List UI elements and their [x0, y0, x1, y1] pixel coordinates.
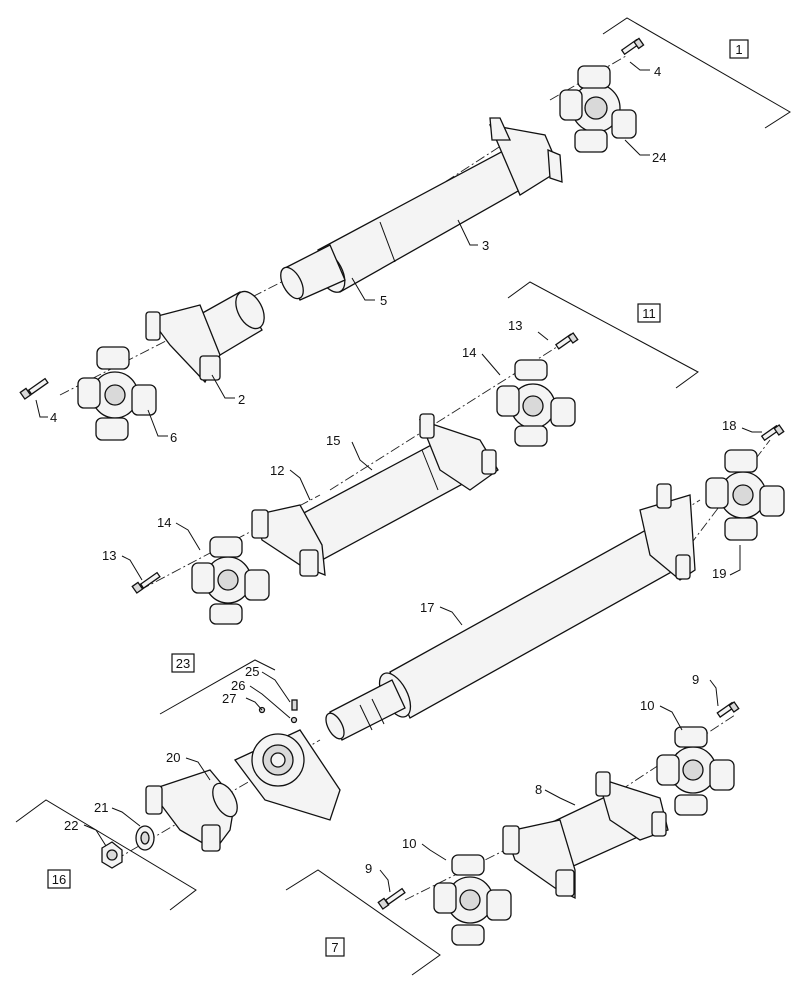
callout-18: 18 — [722, 418, 736, 433]
slip-shaft-5 — [280, 244, 346, 301]
callout-20: 20 — [166, 750, 180, 765]
callout-7: 7 — [331, 940, 338, 955]
callout-14-lower: 14 — [157, 515, 171, 530]
bolt-4-bottom — [19, 377, 49, 400]
assembly-group-7 — [285, 701, 740, 976]
callout-15: 15 — [326, 433, 340, 448]
callout-19: 19 — [712, 566, 726, 581]
callout-6: 6 — [170, 430, 177, 445]
callout-27: 27 — [222, 691, 236, 706]
callout-box-7 — [325, 937, 345, 957]
bolt-13-top — [555, 332, 579, 350]
callout-13-bottom: 13 — [102, 548, 116, 563]
callout-9-bottom: 9 — [365, 861, 372, 876]
callout-4-top: 4 — [654, 64, 661, 79]
callout-22: 22 — [64, 818, 78, 833]
callout-21: 21 — [94, 800, 108, 815]
bolt-13-bottom — [131, 571, 161, 594]
callout-labels: 1 4 24 3 5 2 4 6 11 13 14 15 12 14 13 18… — [47, 39, 749, 957]
driveshaft-tube-8 — [502, 771, 669, 900]
callout-13-top: 13 — [508, 318, 522, 333]
assembly-group-11 — [131, 281, 699, 625]
grease-fitting-25 — [291, 699, 298, 711]
u-joint-cross-6 — [77, 346, 157, 441]
callout-box-23 — [171, 653, 195, 673]
u-joint-cross-14-upper — [496, 359, 576, 447]
callout-8: 8 — [535, 782, 542, 797]
assembly-group-23 — [15, 659, 341, 911]
callout-17: 17 — [420, 600, 434, 615]
slip-yoke-2 — [145, 290, 265, 384]
callout-5: 5 — [380, 293, 387, 308]
washer-21 — [135, 825, 155, 851]
callout-2: 2 — [238, 392, 245, 407]
callout-3: 3 — [482, 238, 489, 253]
callout-25: 25 — [245, 664, 259, 679]
bolt-4-top — [620, 37, 645, 56]
callout-box-11 — [637, 303, 661, 323]
callout-26: 26 — [231, 678, 245, 693]
bolt-9-bottom — [377, 887, 406, 910]
callout-10-lower: 10 — [402, 836, 416, 851]
bolt-18 — [760, 424, 785, 442]
u-joint-cross-10-lower — [433, 854, 512, 946]
callout-box-16 — [47, 869, 71, 889]
callout-23: 23 — [176, 656, 190, 671]
nut-22 — [101, 841, 123, 869]
u-joint-cross-19 — [705, 449, 785, 541]
center-bearing — [233, 729, 341, 821]
u-joint-cross-14-lower — [191, 536, 270, 625]
long-driveshaft-assembly — [325, 424, 785, 741]
callout-1: 1 — [735, 42, 742, 57]
callout-24: 24 — [652, 150, 666, 165]
callout-10-upper: 10 — [640, 698, 654, 713]
fitting-26 — [290, 716, 298, 724]
callout-4-bottom: 4 — [50, 410, 57, 425]
yoke-20 — [145, 769, 238, 852]
assembly-group-1 — [19, 17, 791, 441]
callout-16: 16 — [52, 872, 66, 887]
callout-box-1 — [729, 39, 749, 59]
u-joint-cross-10-upper — [656, 726, 735, 816]
leader-lines — [35, 61, 762, 893]
u-joint-cross-24 — [559, 65, 637, 153]
driveshaft-tube-15 — [251, 413, 499, 577]
driveshaft-tube-3 — [314, 117, 563, 293]
callout-9-top: 9 — [692, 672, 699, 687]
callout-11: 11 — [642, 306, 656, 321]
driveshaft-tube-17 — [325, 483, 696, 741]
callout-14-upper: 14 — [462, 345, 476, 360]
callout-12: 12 — [270, 463, 284, 478]
bolt-9-top — [716, 701, 740, 718]
